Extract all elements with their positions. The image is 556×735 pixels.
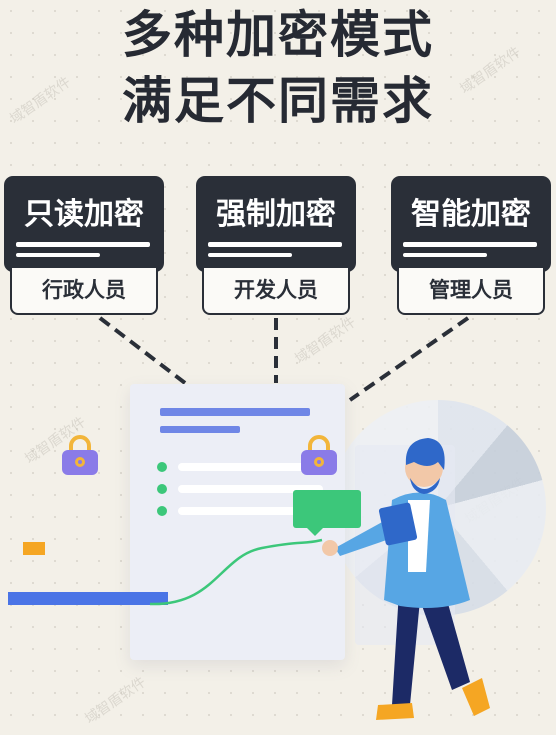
mode-card-forced: 强制加密 开发人员 bbox=[196, 176, 356, 317]
doc-row bbox=[178, 507, 323, 515]
mode-role-box: 行政人员 bbox=[10, 268, 158, 315]
mode-card-readonly: 只读加密 行政人员 bbox=[4, 176, 164, 317]
doc-header-bar bbox=[160, 408, 310, 416]
mode-decor-line bbox=[403, 242, 537, 247]
orange-block bbox=[23, 542, 45, 555]
mode-role: 开发人员 bbox=[234, 278, 318, 302]
mode-decor-line bbox=[208, 242, 342, 247]
mode-decor-line bbox=[16, 242, 150, 247]
mode-label: 智能加密 bbox=[411, 197, 531, 232]
page-title-line2: 满足不同需求 bbox=[122, 72, 434, 130]
mode-card-smart: 智能加密 管理人员 bbox=[391, 176, 551, 317]
page-title-line1: 多种加密模式 bbox=[122, 6, 434, 64]
mode-label: 强制加密 bbox=[216, 197, 336, 232]
mode-decor-line bbox=[16, 253, 100, 257]
lock-icon bbox=[62, 435, 98, 475]
doc-bullet bbox=[157, 462, 167, 472]
doc-bullet bbox=[157, 484, 167, 494]
doc-row bbox=[178, 485, 323, 493]
green-chat-card bbox=[293, 490, 361, 536]
mode-role: 行政人员 bbox=[42, 278, 126, 302]
mode-card-header: 智能加密 bbox=[391, 176, 551, 272]
blue-bar bbox=[8, 592, 168, 605]
mode-role: 管理人员 bbox=[429, 278, 513, 302]
mode-card-header: 只读加密 bbox=[4, 176, 164, 272]
connector-line bbox=[348, 316, 470, 402]
mode-card-header: 强制加密 bbox=[196, 176, 356, 272]
mode-label: 只读加密 bbox=[24, 197, 144, 232]
mode-role-box: 开发人员 bbox=[202, 268, 350, 315]
mode-decor-line bbox=[208, 253, 292, 257]
mode-decor-line bbox=[403, 253, 487, 257]
doc-bullet bbox=[157, 506, 167, 516]
doc-header-bar bbox=[160, 426, 240, 433]
lock-icon bbox=[301, 435, 337, 475]
doc-row bbox=[178, 463, 323, 471]
mode-role-box: 管理人员 bbox=[397, 268, 545, 315]
